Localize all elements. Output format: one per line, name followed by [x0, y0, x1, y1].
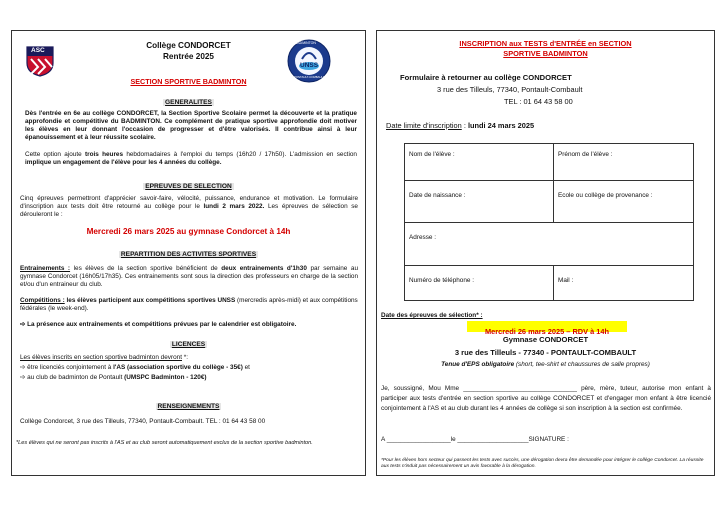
left-footnote: *Les élèves qui ne seront pas inscrits à…: [16, 440, 313, 446]
licence-club-price: (UMSPC Badminton - 120€): [124, 374, 207, 381]
student-firstname-field[interactable]: Prénom de l'élève :: [558, 151, 613, 158]
asc-logo: ASC: [25, 45, 55, 77]
licence-as-item: ➩ être licenciés conjointement à l'AS (a…: [20, 364, 250, 372]
epreuves-heading: EPREUVES DE SELECTION: [12, 183, 365, 190]
competitions-text2: (mercredis après-midi) et aux compétitio…: [20, 297, 358, 312]
signature-place-prefix: A: [381, 436, 387, 443]
signature-date-prefix: le: [450, 436, 458, 443]
registration-title-2: SPORTIVE BADMINTON: [503, 49, 588, 58]
licences-intro: Les élèves inscrits en section sportive …: [20, 354, 188, 362]
address-field[interactable]: Adresse :: [409, 234, 436, 241]
competitions-label: Compétitions :: [20, 297, 65, 304]
student-lastname-field[interactable]: Nom de l'élève :: [409, 151, 455, 158]
info-panel: ASC UNSS BADMINTON PONTAULT-COMBAULT Col…: [11, 30, 366, 476]
asc-logo-text: ASC: [31, 47, 45, 54]
epreuves-heading-text: EPREUVES DE SELECTION: [143, 183, 234, 190]
entrainements-paragraph: Entrainements : les élèves de la section…: [20, 265, 358, 289]
licences-heading-text: LICENCES: [169, 341, 208, 348]
renseignements-text: Collège Condorcet, 3 rue des Tilleuls, 7…: [20, 418, 266, 425]
competitions-text1: les élèves participent aux compétitions …: [64, 297, 236, 304]
tenue-detail: (short, tee-shirt et chaussures de salle…: [514, 361, 650, 368]
renseignements-heading-text: RENSEIGNEMENTS: [155, 403, 222, 410]
birthdate-field[interactable]: Date de naissance :: [409, 192, 466, 199]
parental-consent: Je, soussigné, Mou Mme _________________…: [381, 385, 711, 412]
licence-club-text: au club de badminton de Pontault: [27, 374, 125, 381]
college-name: Collège CONDORCET: [146, 41, 231, 50]
entrainements-text2: par semaine au gymnase Condorcet (16h05/…: [20, 265, 359, 288]
licence-as-price: l'AS (association sportive du collège - …: [113, 364, 243, 371]
student-info-form: Nom de l'élève : Prénom de l'élève : Dat…: [404, 143, 694, 301]
epreuves-date-line: Mercredi 26 mars 2025 au gymnase Condorc…: [86, 227, 291, 236]
selection-date-box: Mercredi 26 mars 2025 – RDV à 14h: [467, 321, 627, 336]
gymnase-address: 3 rue des Tilleuls - 77340 - PONTAULT-CO…: [454, 348, 637, 357]
gymnase-name: Gymnase CONDORCET: [502, 335, 589, 344]
option-hours: trois heures: [84, 151, 124, 158]
deadline-line: Date limite d'inscription : lundi 24 mar…: [386, 121, 534, 130]
epreuves-paragraph: Cinq épreuves permettront d'apprécier sa…: [20, 195, 358, 219]
repartition-heading-text: REPARTITION DES ACTIVITES SPORTIVES: [118, 251, 259, 258]
registration-panel: INSCRIPTION aux TESTS d'ENTRÉE en SECTIO…: [376, 30, 715, 476]
signature-place-field[interactable]: __________________: [386, 436, 451, 443]
entrainements-label: Entrainements :: [20, 265, 71, 272]
pontault-logo-text: PONTAULT-COMBAULT: [294, 75, 325, 79]
licence-club-item: ➩ au club de badminton de Pontault (UMSP…: [20, 374, 207, 382]
epreuves-text-end: Les épreuves de sélection se dérouleront…: [20, 203, 358, 218]
unss-logo-text: UNSS: [300, 62, 319, 69]
previous-school-field[interactable]: Ecole ou collège de provenance :: [558, 192, 653, 199]
competitions-text3: (le week-end).: [46, 305, 89, 312]
epreuves-return-date: lundi 2 mars 2022.: [203, 203, 265, 210]
selection-date-value: Mercredi 26 mars 2025 – RDV à 14h: [484, 327, 610, 336]
arrow-icon: ➩: [20, 374, 28, 381]
college-phone: TEL : 01 64 43 58 00: [504, 97, 573, 106]
renseignements-heading: RENSEIGNEMENTS: [12, 403, 365, 410]
form-return-line: Formulaire à retourner au collège CONDOR…: [400, 73, 572, 82]
badminton-logo-text: BADMINTON: [295, 41, 316, 45]
selection-date-label: Date des épreuves de sélection* :: [381, 312, 483, 319]
generalites-heading-text: GENERALITES: [163, 99, 214, 106]
entrainements-bold: deux entrainements d'1h30: [221, 265, 307, 272]
deadline-label: Date limite d'inscription: [386, 121, 462, 130]
college-address: 3 rue des Tilleuls, 77340, Pontault-Comb…: [437, 85, 583, 94]
signature-line: A __________________le _________________…: [381, 436, 569, 444]
licences-intro-end: *:: [181, 354, 189, 361]
presence-obligatoire: ➩ La présence aux entraînements et compé…: [20, 321, 358, 329]
generalites-heading: GENERALITES: [12, 99, 365, 106]
generalites-paragraph: Dès l'entrée en 6e au collège CONDORCET,…: [25, 110, 357, 141]
right-footnote: *Pour les élèves hors secteur qui passen…: [381, 458, 704, 470]
option-engagement: implique un engagement de l'élève pour l…: [25, 159, 222, 166]
registration-title-1: INSCRIPTION aux TESTS d'ENTRÉE en SECTIO…: [459, 39, 632, 48]
repartition-heading: REPARTITION DES ACTIVITES SPORTIVES: [12, 251, 365, 258]
presence-text: La présence aux entraînements et compéti…: [27, 321, 297, 328]
licence-as-text: être licenciés conjointement à: [27, 364, 114, 371]
arrow-icon: ➩: [20, 321, 28, 328]
licence-as-end: et: [242, 364, 250, 371]
deadline-value: lundi 24 mars 2025: [467, 121, 535, 130]
signature-label: SIGNATURE :: [528, 436, 569, 443]
tenue-line: Tenue d'EPS obligatoire (short, tee-shir…: [377, 361, 714, 368]
licences-intro-text: Les élèves inscrits en section sportive …: [20, 354, 182, 361]
signature-date-field[interactable]: ____________________: [457, 436, 529, 443]
unss-badminton-logo: UNSS BADMINTON PONTAULT-COMBAULT: [287, 39, 331, 83]
deadline-sep: :: [461, 121, 468, 130]
section-title: SECTION SPORTIVE BADMINTON: [130, 77, 247, 86]
rentree-label: Rentrée 2025: [163, 52, 214, 61]
licences-heading: LICENCES: [12, 341, 365, 348]
epreuves-text: Cinq épreuves permettront d'apprécier sa…: [20, 195, 358, 210]
phone-field[interactable]: Numéro de téléphone :: [409, 277, 475, 284]
arrow-icon: ➩: [20, 364, 28, 371]
tenue-label: Tenue d'EPS obligatoire: [441, 361, 515, 368]
option-text-a: Cette option ajoute: [25, 151, 85, 158]
option-text-c: hebdomadaires à l'emploi du temps (16h20…: [123, 151, 357, 158]
competitions-paragraph: Compétitions : les élèves participent au…: [20, 297, 358, 313]
entrainements-text1: les élèves de la section sportive bénéfi…: [70, 265, 222, 272]
generalites-option-paragraph: Cette option ajoute trois heures hebdoma…: [25, 151, 357, 167]
email-field[interactable]: Mail :: [558, 277, 574, 284]
